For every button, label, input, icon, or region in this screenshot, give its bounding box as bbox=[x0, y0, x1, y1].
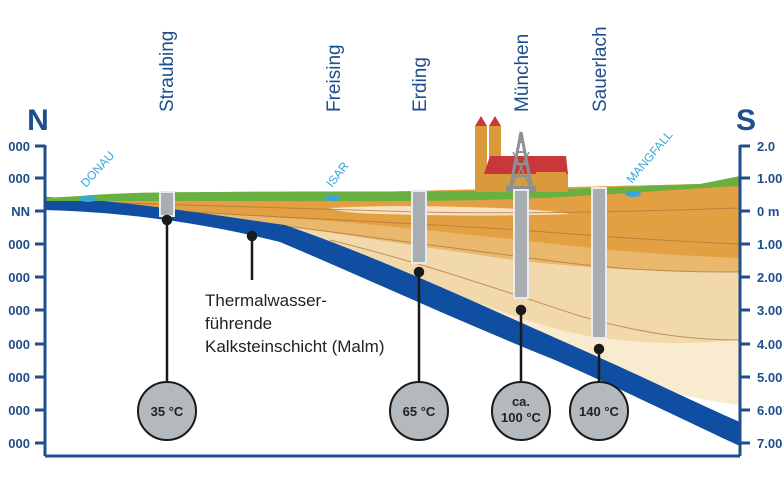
axis-left-tick: NN bbox=[11, 204, 30, 219]
grass-surface bbox=[45, 176, 740, 202]
temp-label-line2: 100 °C bbox=[501, 410, 542, 425]
river-isar-water bbox=[324, 195, 340, 201]
annotation-line-1: Thermalwasser- bbox=[205, 291, 327, 310]
malm-annotation: Thermalwasser- führende Kalksteinschicht… bbox=[205, 291, 385, 356]
wells bbox=[159, 187, 607, 339]
axis-left-tick: 000 bbox=[8, 303, 30, 318]
axis-right-tick: 2.00 bbox=[757, 270, 782, 285]
pointer-lines bbox=[161, 214, 605, 382]
axis-right-tick: 5.00 bbox=[757, 370, 782, 385]
temp-label: 140 °C bbox=[579, 404, 620, 419]
axis-right-tick: 4.00 bbox=[757, 337, 782, 352]
axis-left-tick: 000 bbox=[8, 171, 30, 186]
axis-right-tick: 3.00 bbox=[757, 303, 782, 318]
axis-left-labels: 000 000 NN 000 000 000 000 000 000 000 bbox=[8, 139, 30, 451]
axis-ticks bbox=[35, 144, 750, 445]
annotation-line-2: führende bbox=[205, 314, 272, 333]
south-label: S bbox=[736, 104, 756, 137]
temp-label: 35 °C bbox=[151, 404, 184, 419]
north-label: N bbox=[27, 104, 49, 137]
city-label-erding: Erding bbox=[410, 57, 431, 112]
axis-right-tick: 7.00 bbox=[757, 436, 782, 451]
axis-left-tick: 000 bbox=[8, 139, 30, 154]
axis-right-tick: 1.00 bbox=[757, 171, 782, 186]
axis-left-tick: 000 bbox=[8, 436, 30, 451]
river-label-isar: ISAR bbox=[323, 159, 351, 190]
temp-bubble-erding: 65 °C bbox=[389, 381, 449, 441]
well-muenchen bbox=[513, 189, 529, 299]
city-label-sauerlach: Sauerlach bbox=[590, 26, 611, 112]
axis-left-tick: 000 bbox=[8, 370, 30, 385]
sediment-layer-dark bbox=[45, 183, 740, 258]
well-erding bbox=[411, 190, 427, 264]
temp-bubble-muenchen: ca. 100 °C bbox=[491, 381, 551, 441]
axis-left-tick: 000 bbox=[8, 270, 30, 285]
axis-left-tick: 000 bbox=[8, 337, 30, 352]
well-straubing bbox=[159, 191, 175, 217]
axis-right-tick: 0 m bbox=[757, 204, 779, 219]
river-labels: DONAU ISAR MANGFALL bbox=[78, 128, 676, 190]
axis-left-tick: 000 bbox=[8, 237, 30, 252]
munich-church bbox=[475, 116, 568, 192]
river-mangfall-water bbox=[625, 191, 641, 197]
axis-left-tick: 000 bbox=[8, 403, 30, 418]
temp-bubble-sauerlach: 140 °C bbox=[569, 381, 629, 441]
frame bbox=[43, 145, 742, 458]
river-donau-water bbox=[79, 196, 97, 202]
well-sauerlach bbox=[591, 187, 607, 339]
river-label-mangfall: MANGFALL bbox=[624, 128, 676, 186]
city-labels: Straubing Freising Erding München Sauerl… bbox=[157, 26, 611, 112]
axis-right-tick: 1.00 bbox=[757, 237, 782, 252]
temp-label: ca. bbox=[512, 394, 530, 409]
city-label-muenchen: München bbox=[512, 34, 533, 112]
city-label-freising: Freising bbox=[324, 44, 345, 112]
city-label-straubing: Straubing bbox=[157, 31, 178, 112]
annotation-line-3: Kalksteinschicht (Malm) bbox=[205, 337, 385, 356]
river-label-donau: DONAU bbox=[78, 148, 117, 190]
axis-right-tick: 2.0 bbox=[757, 139, 775, 154]
axis-right-labels: 2.0 1.00 0 m 1.00 2.00 3.00 4.00 5.00 6.… bbox=[757, 139, 782, 451]
temp-bubble-straubing: 35 °C bbox=[137, 381, 197, 441]
temp-label: 65 °C bbox=[403, 404, 436, 419]
axis-right-tick: 6.00 bbox=[757, 403, 782, 418]
